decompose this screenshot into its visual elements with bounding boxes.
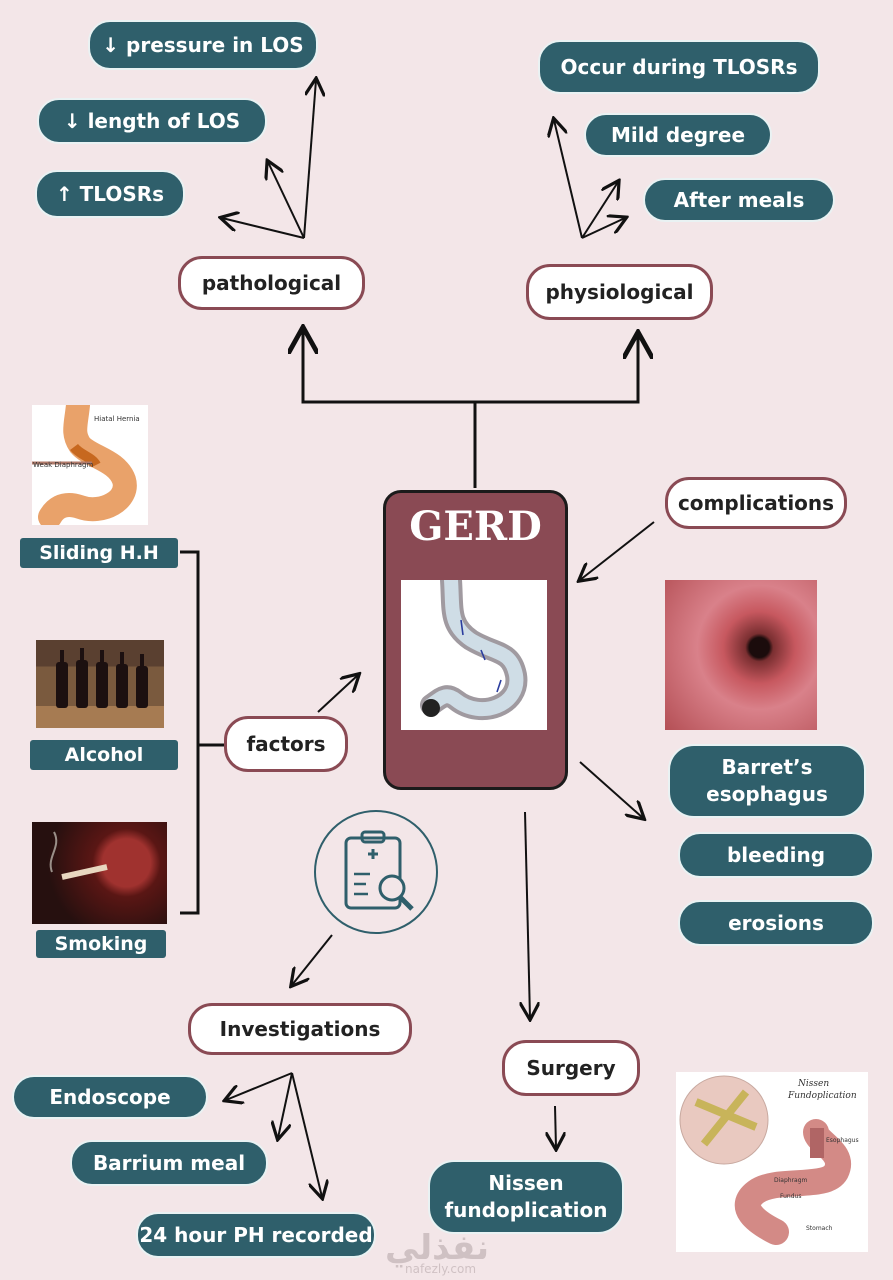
surgery-node: Surgery [502, 1040, 640, 1096]
nissen-img-label: Nissen [797, 1079, 829, 1089]
watermark: نفذلي nafezly.com [385, 1228, 489, 1276]
physiological-node: physiological [526, 264, 713, 320]
barrets-esophagus-item: Barret’s esophagus [668, 744, 866, 818]
clipboard-search-icon [314, 810, 438, 934]
fundus-img-label: Fundus [780, 1193, 801, 1200]
sliding-hh-item: Sliding H.H [20, 538, 178, 568]
bleeding-item: bleeding [678, 832, 874, 878]
barium-meal-item: Barrium meal [70, 1140, 268, 1186]
stomach-img-label: Stomach [806, 1225, 833, 1232]
investigations-node: Investigations [188, 1003, 412, 1055]
nissen-fundoplication-illustration: Nissen Fundoplication Esophagus Diaphrag… [676, 1072, 868, 1252]
esophagus-img-label: Esophagus [826, 1137, 859, 1144]
factors-node: factors [224, 716, 348, 772]
fundoplication-img-label: Fundoplication [787, 1091, 857, 1101]
stomach-illustration [401, 580, 547, 730]
endoscope-item: Endoscope [12, 1075, 208, 1119]
hiatal-hernia-illustration: Hiatal Hernia Weak Diaphragm [32, 405, 148, 525]
smoking-item: Smoking [36, 930, 166, 958]
endoscopy-photo [665, 580, 817, 730]
gerd-center-box: GERD [383, 490, 568, 790]
complications-node: complications [665, 477, 847, 529]
occur-tlosrs-item: Occur during TLOSRs [538, 40, 820, 94]
watermark-text: نفذلي [385, 1228, 490, 1268]
smoking-photo [32, 822, 167, 924]
diaphragm-img-label: Diaphragm [774, 1177, 808, 1184]
tlosrs-item: ↑ TLOSRs [35, 170, 185, 218]
ph-recorded-item: 24 hour PH recorded [136, 1212, 376, 1258]
length-los-item: ↓ length of LOS [37, 98, 267, 144]
pressure-los-item: ↓ pressure in LOS [88, 20, 318, 70]
weak-diaphragm-label: Weak Diaphragm [33, 461, 94, 469]
erosions-item: erosions [678, 900, 874, 946]
mild-degree-item: Mild degree [584, 113, 772, 157]
watermark-url: nafezly.com [405, 1262, 477, 1276]
hiatal-hernia-label: Hiatal Hernia [94, 415, 140, 423]
after-meals-item: After meals [643, 178, 835, 222]
nissen-fundoplication-item: Nissen fundoplication [428, 1160, 624, 1234]
alcohol-item: Alcohol [30, 740, 178, 770]
alcohol-photo [36, 640, 164, 728]
pathological-node: pathological [178, 256, 365, 310]
gerd-title: GERD [409, 503, 542, 550]
